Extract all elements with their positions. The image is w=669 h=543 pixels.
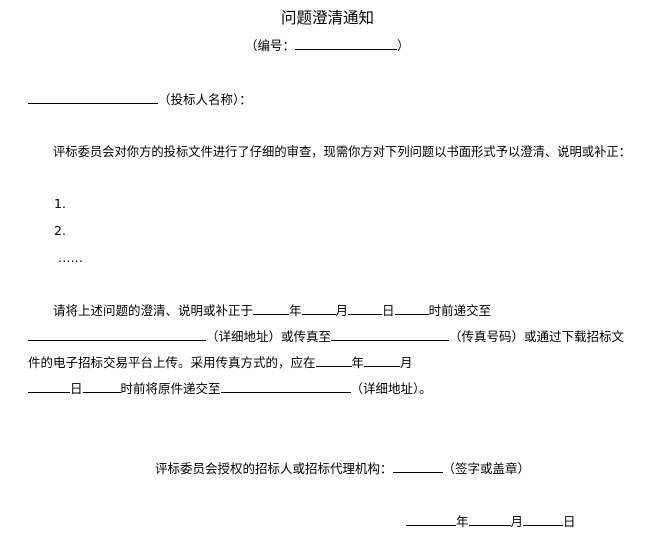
number-blank bbox=[295, 37, 398, 50]
month-label-2: 月 bbox=[400, 355, 413, 370]
body-text-1b: 时前递交至 bbox=[428, 303, 492, 318]
signature-line: 评标委员会授权的招标人或招标代理机构： （签字或盖章） bbox=[155, 460, 530, 477]
addressee-line: （投标人名称）： bbox=[28, 91, 252, 108]
original-address-blank bbox=[220, 380, 351, 393]
fax-blank bbox=[331, 328, 450, 341]
day-label: 日 bbox=[382, 303, 395, 318]
number-close: ） bbox=[397, 38, 410, 53]
month-label: 月 bbox=[335, 303, 349, 318]
date-month-blank bbox=[468, 513, 511, 526]
day-blank bbox=[348, 302, 383, 315]
year-label: 年 bbox=[289, 303, 302, 318]
year-blank bbox=[253, 302, 290, 315]
signature-label: 评标委员会授权的招标人或招标代理机构： bbox=[155, 461, 393, 476]
detail-address-label-2: （详细地址）。 bbox=[350, 381, 432, 396]
address-blank bbox=[28, 328, 206, 341]
item-ellipsis: …… bbox=[58, 250, 83, 265]
body-line-4: 日 时前将原件递交至 （详细地址）。 bbox=[28, 380, 432, 397]
or-fax-text: 或传真至 bbox=[281, 329, 332, 344]
intro-paragraph: 评标委员会对你方的投标文件进行了仔细的审查，现需你方对下列问题以书面形式予以澄清… bbox=[53, 145, 631, 159]
item-2: 2. bbox=[54, 223, 66, 238]
date-year-label: 年 bbox=[456, 514, 469, 529]
date-year-blank bbox=[406, 513, 456, 526]
day-label-2: 日 bbox=[70, 381, 83, 396]
fax-number-label: （传真号码） bbox=[449, 329, 525, 344]
hour-blank bbox=[394, 302, 429, 315]
document-title: 问题澄清通知 bbox=[281, 9, 375, 27]
date-line: 年月日 bbox=[406, 513, 576, 530]
detail-address-label: （详细地址） bbox=[206, 329, 282, 344]
fax-month-blank bbox=[364, 354, 401, 367]
item-1: 1. bbox=[54, 196, 66, 211]
body-line-1: 请将上述问题的澄清、说明或补正于 年 月 日 时前递交至 bbox=[53, 302, 491, 319]
date-day-blank bbox=[523, 513, 564, 526]
fax-day-blank bbox=[28, 380, 70, 393]
body-line-3: 件的电子招标交易平台上传。采用传真方式的，应在 年 月 bbox=[28, 354, 413, 371]
fax-year-blank bbox=[315, 354, 352, 367]
date-day-label: 日 bbox=[563, 514, 576, 529]
body-text-4: 时前将原件递交至 bbox=[120, 381, 221, 396]
signature-note: （签字或盖章） bbox=[442, 461, 531, 476]
signature-blank bbox=[392, 460, 443, 473]
date-month-label: 月 bbox=[510, 514, 524, 529]
body-line-2: （详细地址）或传真至 （传真号码）或通过下载招标文 bbox=[28, 328, 624, 345]
body-text-1a: 请将上述问题的澄清、说明或补正于 bbox=[53, 303, 254, 318]
year-label-2: 年 bbox=[351, 355, 365, 370]
number-line: （编号： ） bbox=[245, 37, 410, 54]
month-blank bbox=[301, 302, 336, 315]
fax-hour-blank bbox=[82, 380, 121, 393]
or-upload-text: 或通过下载招标文 bbox=[524, 329, 625, 344]
number-label: （编号： bbox=[245, 38, 296, 53]
body-text-3: 件的电子招标交易平台上传。采用传真方式的，应在 bbox=[28, 355, 316, 370]
bidder-name-label: （投标人名称）： bbox=[158, 92, 252, 107]
bidder-name-blank bbox=[28, 91, 158, 104]
